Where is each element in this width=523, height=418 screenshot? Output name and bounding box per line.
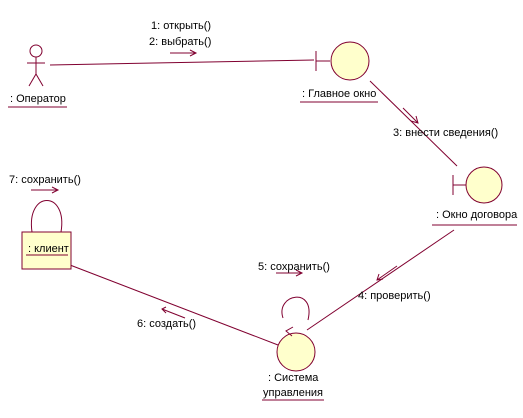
actor-label: : Оператор xyxy=(10,93,66,105)
actor-leg-right xyxy=(35,73,44,87)
message-1-2-arrow xyxy=(170,49,198,57)
boundary-main-window[interactable] xyxy=(315,41,370,81)
self-loop-control xyxy=(281,296,310,321)
message-2: 2: выбрать() xyxy=(149,36,211,48)
message-6-arrow xyxy=(161,306,186,319)
actor-head xyxy=(29,44,43,58)
actor-leg-left xyxy=(28,73,37,87)
control-circle xyxy=(276,332,316,372)
message-5: 5: сохранить() xyxy=(258,261,330,273)
control-arrowhead xyxy=(285,326,294,337)
boundary-contract-window[interactable] xyxy=(452,166,503,204)
link-contract-window-control xyxy=(306,229,455,331)
message-7: 7: сохранить() xyxy=(9,174,81,186)
message-3-arrow xyxy=(402,107,419,124)
boundary-circle xyxy=(330,41,370,81)
message-6: 6: создать() xyxy=(137,318,196,330)
self-loop-client xyxy=(30,200,63,233)
contract-window-label: : Окно договора xyxy=(436,209,518,221)
message-1: 1: открыть() xyxy=(151,20,211,32)
control-system[interactable] xyxy=(276,326,316,372)
link-control-client xyxy=(69,264,279,346)
entity-client[interactable] xyxy=(21,231,72,270)
message-4: 4: проверить() xyxy=(358,290,431,302)
link-actor-main-window xyxy=(49,59,315,66)
control-label-line2: управления xyxy=(263,387,323,399)
client-label: : клиент xyxy=(28,243,69,255)
main-window-label: : Главное окно xyxy=(302,88,376,100)
control-label-line1: : Система xyxy=(268,372,319,384)
message-5-arrow xyxy=(276,269,304,277)
message-4-arrow xyxy=(376,265,398,281)
message-3: 3: внести сведения() xyxy=(393,127,498,139)
client-box xyxy=(21,231,72,270)
actor-operator[interactable] xyxy=(27,44,45,87)
link-main-contract-window xyxy=(369,80,458,167)
boundary-circle xyxy=(465,166,503,204)
message-7-arrow xyxy=(31,186,60,194)
